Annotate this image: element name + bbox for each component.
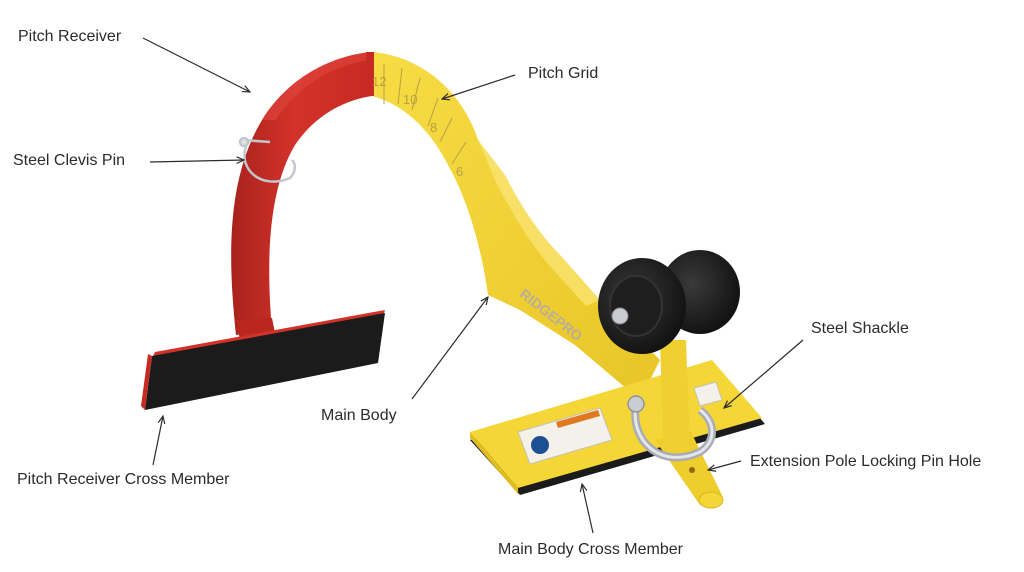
- wheel-mount-post: [660, 340, 690, 456]
- roller-wheels-shape: [598, 250, 740, 354]
- steel-shackle-shape: [627, 395, 716, 462]
- pitch-receiver-shape: [231, 52, 372, 340]
- pitch-grid-marks: 12 10 8 6: [372, 64, 467, 179]
- label-steel-clevis-pin: Steel Clevis Pin: [13, 152, 126, 169]
- arrow-extension-pole-locking-pin-hole: [708, 460, 742, 470]
- label-main-body-cross-member: Main Body Cross Member: [498, 541, 683, 558]
- arrow-steel-clevis-pin: [149, 160, 244, 162]
- pitch-receiver-cross-member-shape: [141, 310, 385, 410]
- arrow-pitch-receiver: [142, 37, 250, 92]
- main-body-cross-member-shape: [470, 360, 765, 495]
- label-extension-pole-locking-pin-hole: Extension Pole Locking Pin Hole: [750, 453, 982, 470]
- arrow-pitch-grid: [442, 74, 516, 99]
- arrow-main-body-cross-member: [582, 484, 594, 534]
- label-pitch-receiver-cross-member: Pitch Receiver Cross Member: [17, 471, 230, 488]
- label-pitch-receiver: Pitch Receiver: [18, 28, 122, 45]
- arrow-pitch-receiver-cross-member: [152, 416, 163, 466]
- svg-text:12: 12: [372, 74, 386, 89]
- arrow-main-body: [411, 297, 488, 400]
- label-main-body: Main Body: [321, 407, 397, 424]
- svg-text:10: 10: [403, 92, 417, 107]
- steel-clevis-pin-shape: [238, 136, 296, 183]
- safety-decal: [517, 407, 613, 465]
- label-pitch-grid: Pitch Grid: [528, 65, 599, 82]
- main-body-shape: 12 10 8 6 RIDGEPRO: [366, 52, 660, 400]
- annotation-arrows: [142, 37, 804, 534]
- arrow-steel-shackle: [724, 339, 804, 408]
- svg-text:6: 6: [456, 164, 463, 179]
- label-steel-shackle: Steel Shackle: [811, 320, 909, 337]
- svg-text:8: 8: [430, 120, 437, 135]
